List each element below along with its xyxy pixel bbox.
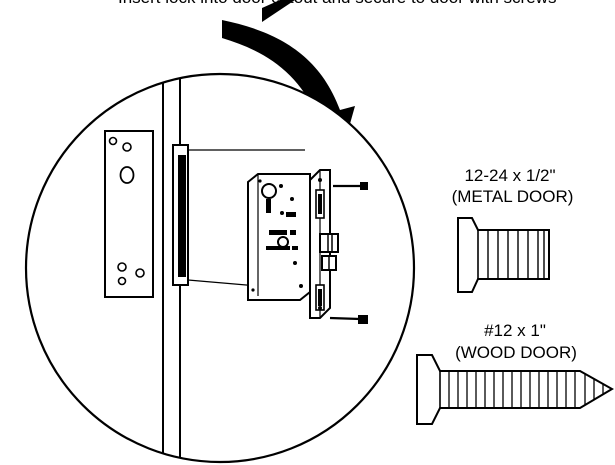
wood-screw-door-type: (WOOD DOOR) xyxy=(455,343,577,362)
mortise-cutout xyxy=(172,144,306,291)
lock-screw-top xyxy=(333,182,368,190)
metal-screw-door-type: (METAL DOOR) xyxy=(451,187,574,206)
wood-screw-size: #12 x 1" xyxy=(484,321,546,340)
top-caption: Insert lock into door cutout and secure … xyxy=(118,0,556,8)
wood-screw-icon xyxy=(416,354,614,425)
face-plate xyxy=(104,130,154,298)
lock-front-plate xyxy=(309,169,339,319)
lock-screw-bottom xyxy=(329,315,368,324)
metal-screw-size: 12-24 x 1/2" xyxy=(464,166,556,185)
mortise-lock-body xyxy=(247,173,311,301)
magnifier-circle xyxy=(24,72,416,464)
metal-screw-icon xyxy=(457,217,550,293)
